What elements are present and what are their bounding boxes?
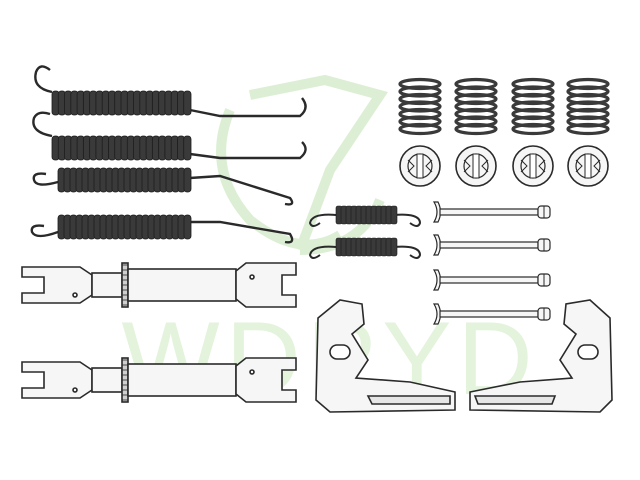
adjuster-struts — [21, 262, 297, 403]
spring-cup — [567, 145, 609, 187]
short-spring — [308, 237, 422, 259]
retaining-plates — [315, 299, 613, 413]
watermark-logo — [216, 74, 389, 255]
hold-down-pin — [432, 201, 551, 223]
adjuster-strut — [21, 262, 297, 308]
spring-cup — [399, 145, 441, 187]
long-spring — [30, 214, 294, 244]
retaining-plate — [315, 299, 456, 413]
hold-down-spring — [454, 77, 498, 136]
spring-cup — [455, 145, 497, 187]
long-spring — [32, 167, 294, 206]
spring-cups — [399, 145, 609, 187]
short-springs — [308, 205, 422, 259]
hold-down-pin — [432, 269, 551, 291]
adjuster-strut — [21, 357, 297, 403]
short-spring — [308, 205, 422, 227]
retaining-plate — [469, 299, 613, 413]
hold-down-spring — [566, 77, 610, 136]
long-spring — [34, 65, 307, 118]
hold-down-spring — [511, 77, 555, 136]
hold-down-pins — [432, 201, 551, 325]
long-springs — [30, 65, 307, 244]
spring-cup — [512, 145, 554, 187]
hold-down-spring — [398, 77, 442, 136]
hold-down-springs — [398, 77, 610, 136]
hold-down-pin — [432, 234, 551, 256]
long-spring — [32, 111, 307, 161]
hold-down-pin — [432, 303, 551, 325]
